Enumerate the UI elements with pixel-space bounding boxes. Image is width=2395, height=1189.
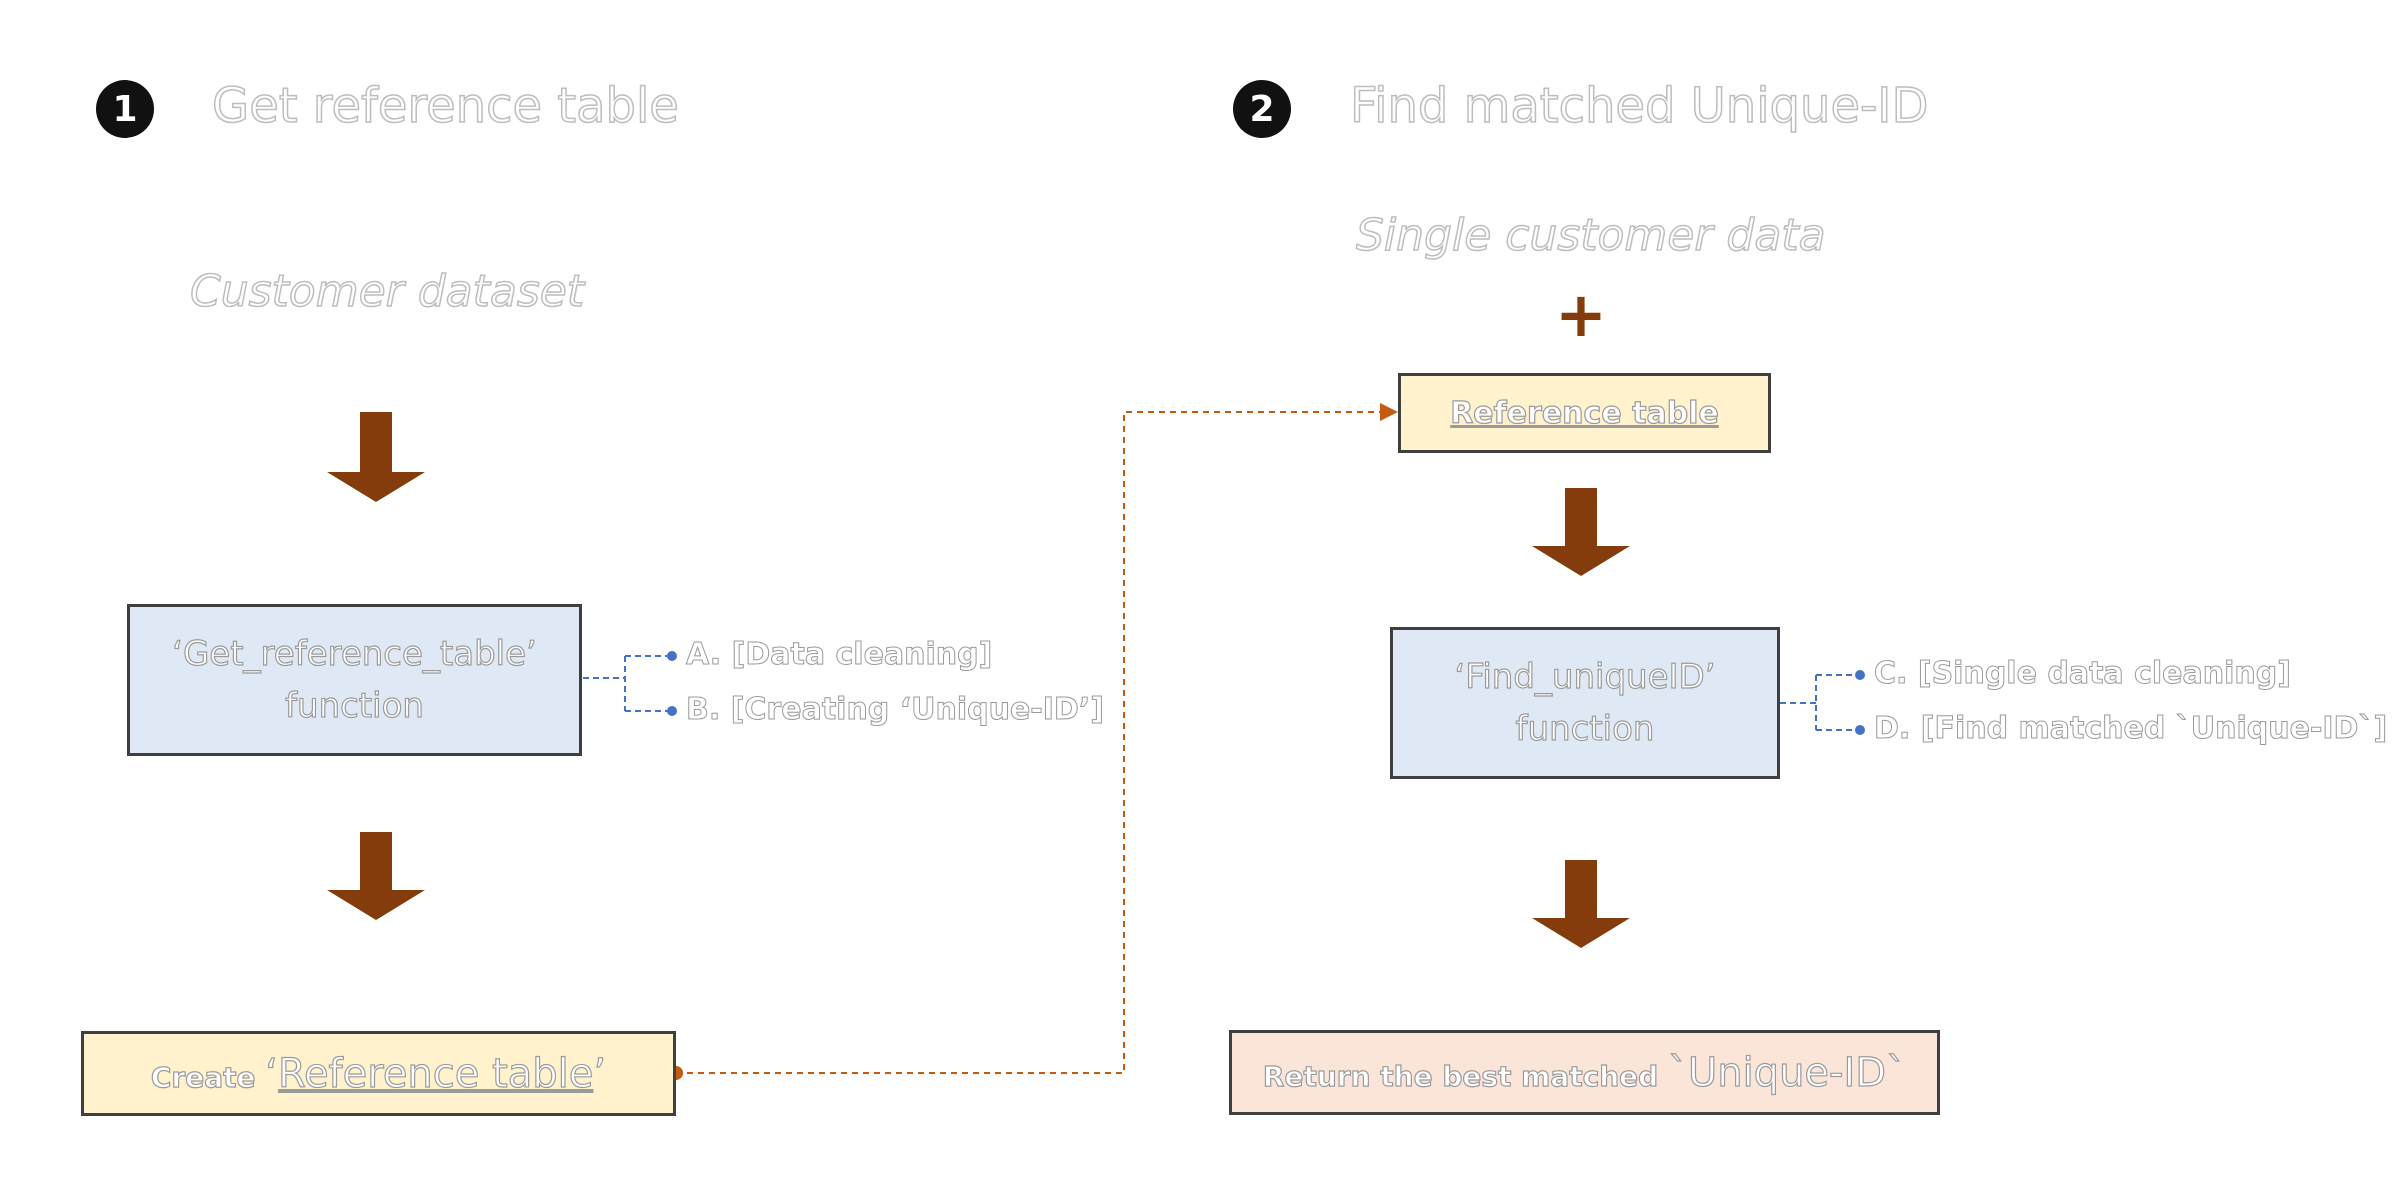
customer-dataset-label: Customer dataset [189, 265, 585, 318]
create-prefix: Create [150, 1060, 266, 1094]
plus-sign: + [1555, 278, 1607, 351]
step-2-badge: 2 [1233, 80, 1291, 138]
subitem-c: C. [Single data cleaning] [1874, 656, 2292, 692]
down-arrow-1 [327, 412, 425, 502]
subitem-b: B. [Creating ‘Unique-ID’] [686, 692, 1105, 728]
function-label: function [284, 685, 424, 726]
return-unique-id-box: Return the best matched `Unique-ID` [1229, 1030, 1940, 1115]
down-arrow-4 [1532, 860, 1630, 948]
step-1-title: Get reference table [211, 77, 679, 135]
get-reference-table-function-box: ‘Get_reference_table’ function [127, 604, 582, 756]
subitem-a: A. [Data cleaning] [685, 637, 993, 673]
left-subitem-bracket [583, 655, 672, 712]
find-uniqueid-function-box: ‘Find_uniqueID’ function [1390, 627, 1780, 779]
create-reference-name: Reference table [277, 1050, 594, 1097]
return-prefix: Return the best matched [1262, 1059, 1668, 1093]
step-2-title: Find matched Unique-ID [1349, 77, 1929, 135]
create-quote-open: ‘ [265, 1050, 279, 1097]
step-1-badge: 1 [96, 80, 154, 138]
function-name: ‘Find_uniqueID’ [1454, 656, 1716, 697]
down-arrow-3 [1532, 488, 1630, 576]
create-reference-table-box: Create ‘Reference table’ [81, 1031, 676, 1116]
down-arrow-2 [327, 832, 425, 920]
reference-table-box: Reference table [1398, 373, 1771, 453]
function-label: function [1515, 708, 1655, 749]
return-unique-id: `Unique-ID` [1667, 1049, 1907, 1096]
create-quote-close: ’ [593, 1050, 607, 1097]
subitem-d: D. [Find matched `Unique-ID`] [1873, 711, 2388, 747]
function-name: ‘Get_reference_table’ [172, 633, 538, 674]
reference-table-label: Reference table [1450, 395, 1720, 431]
reference-connector [676, 411, 1386, 1074]
right-subitem-bracket [1780, 674, 1860, 731]
single-customer-data-label: Single customer data [1355, 209, 1826, 262]
